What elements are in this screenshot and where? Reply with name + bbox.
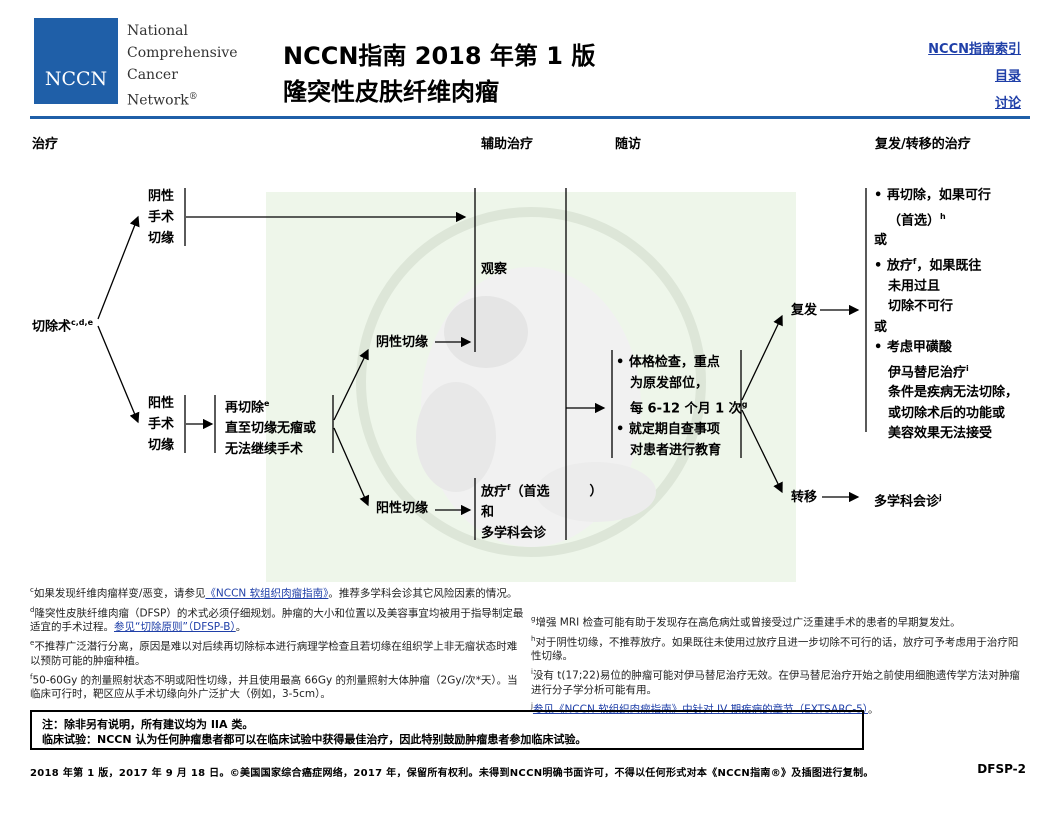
logo-line: Network®: [127, 92, 198, 109]
footnote: c如果发现纤维肉瘤样变/恶变，请参见《NCCN 软组织肉瘤指南》。推荐多学科会诊…: [30, 586, 518, 600]
header-followup: 随访: [615, 137, 642, 152]
negative-margin-2-node: 阴性切缘: [376, 335, 429, 350]
footnote-link[interactable]: 参见《NCCN 软组织肉瘤指南》中针对 IV 期疾病的章节（EXTSARC-5）: [532, 703, 869, 715]
recurrence-treatment-node: • 再切除，如果可行 （首选）h 或 • 放疗f，如果既往 未用过且 切除不可行…: [874, 188, 1019, 442]
footnotes-right: g增强 MRI 检查可能有助于发现存在高危病灶或曾接受过广泛重建手术的患者的早期…: [531, 612, 1027, 716]
positive-margin-2-node: 阳性切缘: [376, 501, 429, 516]
page-title: NCCN指南 2018 年第 1 版 隆突性皮肤纤维肉瘤: [283, 38, 595, 110]
page-number: DFSP-2: [977, 762, 1026, 776]
positive-margin-node: 阳性 手术 切缘: [148, 396, 175, 453]
header-recurrence: 复发/转移的治疗: [875, 137, 971, 152]
nccn-logo: NCCN: [34, 18, 118, 104]
followup-node: • 体格检查，重点 为原发部位， 每 6-12 个月 1 次g • 就定期自查事…: [616, 355, 748, 459]
footnote-link[interactable]: 参见“切除原则”（DFSP-B）: [114, 621, 236, 633]
metastasis-node: 转移: [791, 490, 818, 505]
note-line-2: 临床试验：NCCN 认为任何肿瘤患者都可以在临床试验中获得最佳治疗，因此特别鼓励…: [42, 733, 587, 746]
footnote: f50-60Gy 的剂量照射状态不明或阳性切缘，并且使用最高 66Gy 的剂量照…: [30, 672, 518, 701]
toc-link[interactable]: 目录: [994, 69, 1021, 84]
footnote: e不推荐广泛潜行分离，原因是难以对后续再切除标本进行病理学检查且若切缘在组织学上…: [30, 639, 518, 667]
footnote-link[interactable]: 《NCCN 软组织肉瘤指南》: [205, 587, 329, 600]
header-adjuvant: 辅助治疗: [481, 137, 534, 152]
header-divider: [30, 116, 1030, 119]
footnote: h对于阴性切缘，不推荐放疗。如果既往未使用过放疗且进一步切除不可行的话，放疗可予…: [531, 634, 1019, 663]
logo-line: Comprehensive: [127, 45, 238, 61]
footnote: g增强 MRI 检查可能有助于发现存在高危病灶或曾接受过广泛重建手术的患者的早期…: [531, 615, 961, 629]
footnote: d隆突性皮肤纤维肉瘤（DFSP）的术式必须仔细规划。肿瘤的大小和位置以及美容事宜…: [30, 605, 524, 634]
logo-line: National: [127, 23, 188, 39]
header-treatment: 治疗: [32, 137, 59, 152]
watermark-image: [266, 192, 796, 582]
note-line-1: 注：除非另有说明，所有建议均为 IIA 类。: [42, 718, 254, 731]
logo-wordmark: National Comprehensive Cancer Network®: [127, 20, 238, 112]
footnotes-left: c如果发现纤维肉瘤样变/恶变，请参见《NCCN 软组织肉瘤指南》。推荐多学科会诊…: [30, 583, 526, 701]
recurrence-node: 复发: [791, 303, 818, 318]
observation-node: 观察: [481, 262, 508, 277]
mdt-node: 多学科会诊j: [874, 493, 942, 510]
footnote: j参见《NCCN 软组织肉瘤指南》中针对 IV 期疾病的章节（EXTSARC-5…: [531, 701, 879, 716]
note-box: 注：除非另有说明，所有建议均为 IIA 类。 临床试验：NCCN 认为任何肿瘤患…: [30, 710, 864, 750]
discussion-link[interactable]: 讨论: [994, 96, 1021, 111]
logo-line: Cancer: [127, 67, 178, 83]
title-line-1: NCCN指南 2018 年第 1 版: [283, 42, 596, 70]
top-links: NCCN指南索引 目录 讨论: [928, 36, 1021, 117]
title-line-2: 隆突性皮肤纤维肉瘤: [283, 78, 499, 106]
reresection-node: 再切除e 直至切缘无瘤或 无法继续手术: [225, 399, 317, 458]
logo-box-text: NCCN: [44, 68, 108, 90]
copyright-line: 2018 年第 1 版，2017 年 9 月 18 日。©美国国家综合癌症网络，…: [30, 768, 874, 779]
footnote: i没有 t(17;22)易位的肿瘤可能对伊马替尼治疗无效。在伊马替尼治疗开始之前…: [531, 668, 1020, 696]
radiotherapy-node: 放疗f（首选） 和 多学科会诊: [481, 483, 603, 542]
resection-node: 切除术c,d,e: [32, 318, 93, 335]
guideline-index-link[interactable]: NCCN指南索引: [928, 42, 1021, 57]
negative-margin-node: 阴性 手术 切缘: [148, 189, 175, 246]
